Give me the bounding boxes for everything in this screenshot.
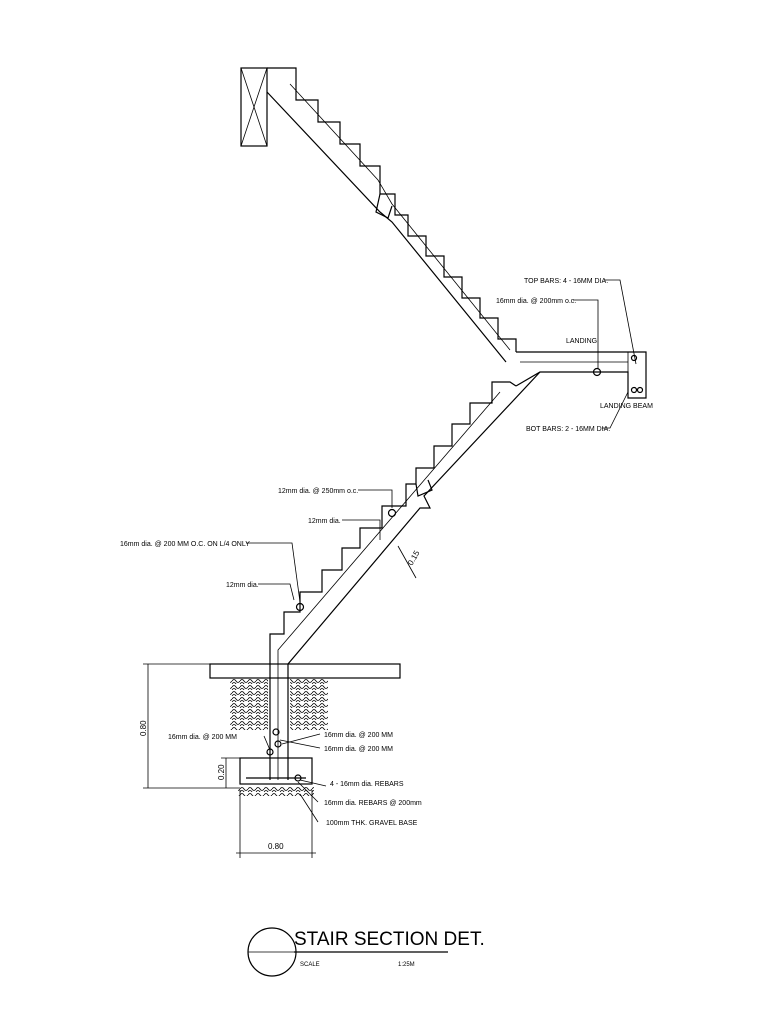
landing-slab xyxy=(515,351,647,399)
footing xyxy=(238,728,314,796)
stair-rebar-250-label: 12mm dia. @ 250mm o.c. xyxy=(278,488,358,495)
footing-width-dimension: 0.80 xyxy=(268,842,284,851)
ground-slab xyxy=(209,663,401,679)
bot-bars-label: BOT BARS: 2 - 16MM DIA. xyxy=(526,426,610,433)
drawing-title: STAIR SECTION DET. xyxy=(294,929,485,950)
footing-height-dimension: 0.80 xyxy=(139,720,148,736)
landing-beam-label: LANDING BEAM xyxy=(600,403,653,410)
soil-rubble xyxy=(230,678,328,730)
title-block: STAIR SECTION DET. SCALE 1:25M xyxy=(247,927,485,977)
dimension-lines xyxy=(143,545,417,858)
stair-16mm-l4-label: 16mm dia. @ 200 MM O.C. ON L/4 ONLY xyxy=(120,541,250,548)
top-wall-block xyxy=(240,67,268,147)
slab-thickness-dimension: 0.15 xyxy=(406,549,422,567)
footing-4bars-label: 4 - 16mm dia. REBARS xyxy=(330,781,404,788)
scale-label: SCALE xyxy=(300,962,320,968)
footing-depth-dimension: 0.20 xyxy=(217,764,226,780)
footing-rebar-left-label: 16mm dia. @ 200 MM xyxy=(168,734,237,741)
landing-label: LANDING xyxy=(566,338,597,345)
footing-rebar-right-1-label: 16mm dia. @ 200 MM xyxy=(324,732,393,739)
stair-12mm-label-a: 12mm dia. xyxy=(308,518,341,525)
scale-value: 1:25M xyxy=(398,962,415,968)
leader-lines xyxy=(246,279,637,823)
gravel-label: 100mm THK. GRAVEL BASE xyxy=(326,820,418,827)
landing-rebar-label: 16mm dia. @ 200mm o.c. xyxy=(496,298,576,305)
footing-rebar-right-2-label: 16mm dia. @ 200 MM xyxy=(324,746,393,753)
upper-flight xyxy=(266,67,517,363)
footing-bottom-rebar-label: 16mm dia. REBARS @ 200mm xyxy=(324,800,422,807)
stair-12mm-label-b: 12mm dia. xyxy=(226,582,259,589)
top-bars-label: TOP BARS: 4 - 16MM DIA. xyxy=(524,278,608,285)
